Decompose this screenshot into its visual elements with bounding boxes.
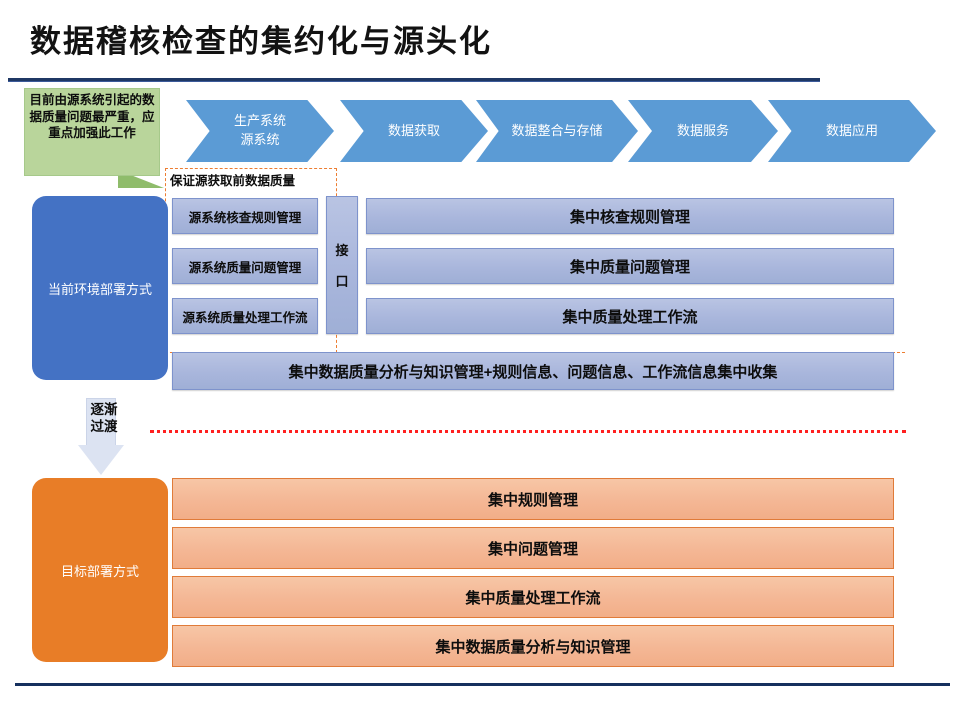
target-deployment-label: 目标部署方式 <box>32 478 168 662</box>
chevron-step-3-label: 数据整合与存储 <box>511 122 603 138</box>
transition-label: 逐渐 过渡 <box>74 402 134 436</box>
chevron-step-2[interactable]: 数据获取 <box>340 100 488 162</box>
callout-note: 目前由源系统引起的数据质量问题最严重，应重点加强此工作 <box>24 88 160 176</box>
central-box-issue-management[interactable]: 集中质量问题管理 <box>366 248 894 284</box>
chevron-step-4-label: 数据服务 <box>676 122 729 138</box>
interface-column: 接 口 <box>326 196 358 334</box>
chevron-step-2-label: 数据获取 <box>387 122 440 138</box>
chevron-step-1[interactable]: 生产系统 源系统 <box>186 100 334 162</box>
target-box-analysis-knowledge[interactable]: 集中数据质量分析与知识管理 <box>172 625 894 667</box>
layer-divider-dotted <box>150 430 906 433</box>
dashed-region-label: 保证源获取前数据质量 <box>170 174 296 188</box>
transition-label-line2: 过渡 <box>90 418 118 434</box>
interface-label-char-2: 口 <box>335 274 349 289</box>
central-box-quality-workflow[interactable]: 集中质量处理工作流 <box>366 298 894 334</box>
transition-down-arrow-icon <box>78 398 124 476</box>
transition-label-line1: 逐渐 <box>90 402 118 417</box>
source-box-issue-management[interactable]: 源系统质量问题管理 <box>172 248 318 284</box>
title-divider-top <box>8 78 820 82</box>
interface-label-char-1: 接 <box>335 243 349 258</box>
arrow-shaft <box>86 398 116 446</box>
arrow-head <box>78 445 124 475</box>
chevron-step-4[interactable]: 数据服务 <box>628 100 778 162</box>
central-box-rule-management[interactable]: 集中核查规则管理 <box>366 198 894 234</box>
chevron-step-5-label: 数据应用 <box>825 122 878 138</box>
target-box-rule-management[interactable]: 集中规则管理 <box>172 478 894 520</box>
central-analysis-knowledge-box[interactable]: 集中数据质量分析与知识管理+规则信息、问题信息、工作流信息集中收集 <box>172 352 894 390</box>
footer-divider <box>15 683 950 686</box>
target-box-issue-management[interactable]: 集中问题管理 <box>172 527 894 569</box>
chevron-step-1-line1: 生产系统 <box>233 113 286 129</box>
chevron-step-3[interactable]: 数据整合与存储 <box>476 100 638 162</box>
page-title: 数据稽核检查的集约化与源头化 <box>30 24 492 60</box>
chevron-step-1-line2: 源系统 <box>240 132 280 147</box>
source-box-quality-workflow[interactable]: 源系统质量处理工作流 <box>172 298 318 334</box>
target-box-quality-workflow[interactable]: 集中质量处理工作流 <box>172 576 894 618</box>
chevron-step-5[interactable]: 数据应用 <box>768 100 936 162</box>
current-deployment-label: 当前环境部署方式 <box>32 196 168 380</box>
source-box-rule-management[interactable]: 源系统核查规则管理 <box>172 198 318 234</box>
